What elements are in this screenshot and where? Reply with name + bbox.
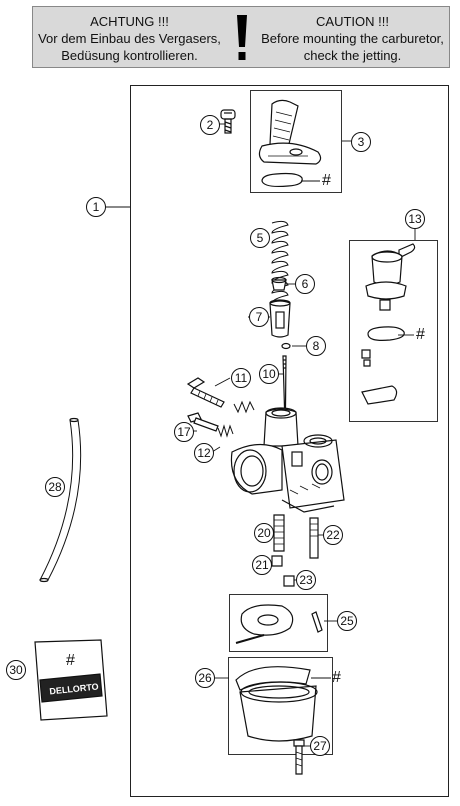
choke-nut <box>361 349 371 367</box>
drain-screw-part-27 <box>293 739 305 775</box>
callout-17: 17 <box>174 422 194 442</box>
needle-part-10 <box>282 355 287 409</box>
mixture-screw-part-17 <box>187 412 219 432</box>
callout-26: 26 <box>195 668 215 688</box>
idle-spring <box>233 400 255 414</box>
hash-mark-bowl-gasket: # <box>332 669 341 686</box>
choke-part-13 <box>365 243 416 311</box>
jet-packet-part-30 <box>34 639 108 721</box>
main-jet-part-21 <box>271 555 283 567</box>
warning-english-title: CAUTION !!! <box>316 14 389 29</box>
cap-gasket <box>261 172 303 188</box>
warning-english-line1: Before mounting the carburetor, <box>261 31 444 46</box>
callout-11: 11 <box>231 368 251 388</box>
jet-part-23 <box>283 575 295 587</box>
callout-27: 27 <box>310 736 330 756</box>
callout-8: 8 <box>306 336 326 356</box>
float-part-25 <box>235 604 323 644</box>
idle-screw-part-11 <box>186 377 225 408</box>
choke-clip <box>361 385 398 405</box>
callout-5: 5 <box>250 228 270 248</box>
hash-mark-jet-packet: # <box>66 652 75 669</box>
callout-23: 23 <box>296 570 316 590</box>
callout-6: 6 <box>295 274 315 294</box>
warning-german-line2: Bedüsung kontrollieren. <box>61 48 198 63</box>
retainer-part-6 <box>271 276 287 291</box>
jet-holder-part-20 <box>273 514 285 552</box>
exclamation-icon <box>237 15 247 60</box>
slide-part-7 <box>269 299 291 338</box>
choke-assembly-group-box <box>349 240 438 422</box>
clip-part-8 <box>281 342 291 350</box>
carburetor-assembly-frame <box>130 85 449 797</box>
warning-english-line2: check the jetting. <box>303 48 402 63</box>
pilot-jet-part-22 <box>309 517 319 559</box>
float-bowl-part-26 <box>235 666 318 742</box>
warning-german-title: ACHTUNG !!! <box>90 14 169 29</box>
fuel-hose-part-28 <box>39 417 82 583</box>
float-group-box <box>229 594 328 652</box>
callout-28: 28 <box>45 477 65 497</box>
throttle-cap-part-3 <box>258 99 322 165</box>
choke-gasket <box>367 326 405 341</box>
float-bowl-group-box <box>228 657 333 755</box>
callout-22: 22 <box>323 525 343 545</box>
callout-30: 30 <box>6 660 26 680</box>
callout-2: 2 <box>200 115 220 135</box>
hash-mark-choke-gasket: # <box>416 326 425 343</box>
callout-10: 10 <box>259 364 279 384</box>
carburetor-body <box>230 407 345 513</box>
warning-banner: ACHTUNG !!! Vor dem Einbau des Vergasers… <box>32 6 450 68</box>
callout-13: 13 <box>405 209 425 229</box>
callout-25: 25 <box>337 611 357 631</box>
callout-1: 1 <box>86 197 106 217</box>
callout-3: 3 <box>351 132 371 152</box>
spring-part-5 <box>271 220 289 306</box>
callout-12: 12 <box>194 443 214 463</box>
callout-21: 21 <box>252 555 272 575</box>
warning-english: CAUTION !!! Before mounting the carburet… <box>260 13 445 64</box>
leader-lines <box>105 123 416 747</box>
callout-20: 20 <box>254 523 274 543</box>
hash-mark-cap-gasket: # <box>322 172 331 189</box>
mixture-spring-part-12 <box>217 424 234 438</box>
callout-7: 7 <box>249 307 269 327</box>
warning-german-line1: Vor dem Einbau des Vergasers, <box>38 31 221 46</box>
screw-part-2 <box>220 109 236 134</box>
throttle-cap-group-box <box>250 90 342 193</box>
warning-german: ACHTUNG !!! Vor dem Einbau des Vergasers… <box>37 13 222 64</box>
